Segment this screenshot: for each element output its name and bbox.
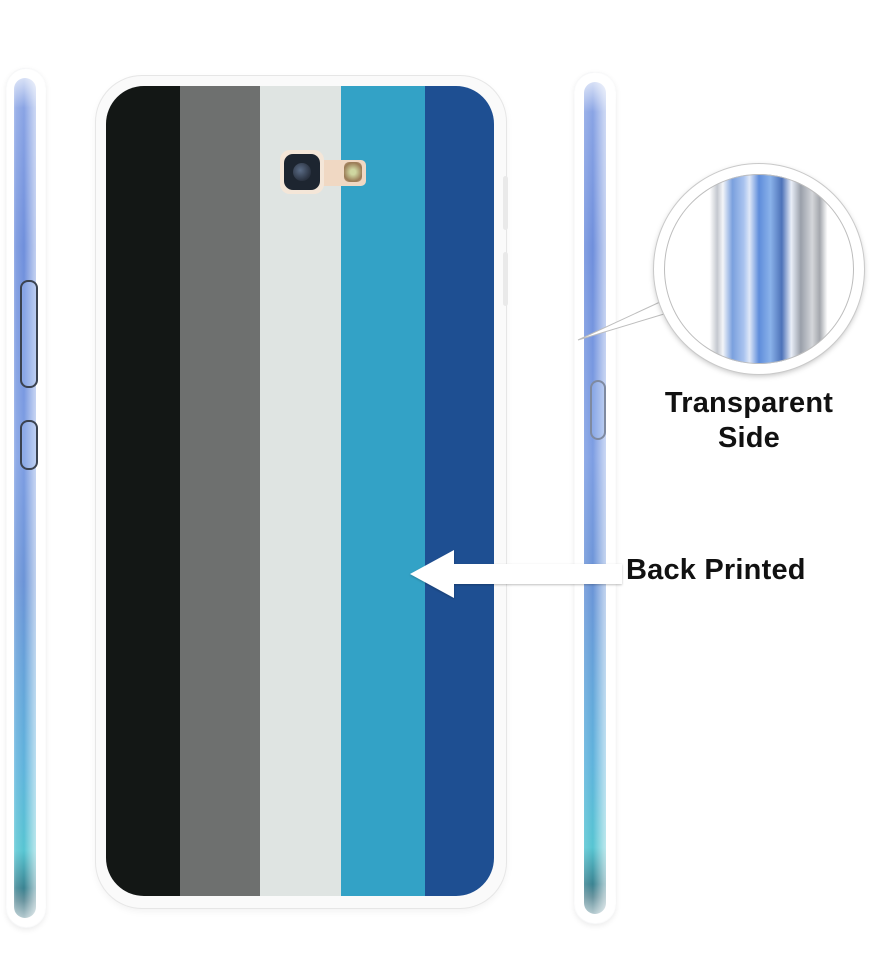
case-side-button-cover xyxy=(503,176,508,230)
back-printed-label: Back Printed xyxy=(626,554,806,586)
case-side-button-cover xyxy=(503,252,508,306)
camera-cutout xyxy=(280,150,366,194)
back-case xyxy=(96,76,508,908)
label-line-1: Transparent xyxy=(664,387,834,419)
flash-icon xyxy=(344,162,362,182)
camera-lens-icon xyxy=(280,150,324,194)
power-button-cutout xyxy=(20,420,38,470)
magnified-transparent-side xyxy=(664,174,854,364)
case-top-edge xyxy=(6,68,46,108)
volume-button-cutout xyxy=(20,280,38,388)
stripe-navy xyxy=(425,86,494,896)
label-line-2: Side xyxy=(717,422,781,454)
case-bottom-edge xyxy=(574,884,616,924)
power-button-cutout xyxy=(590,380,606,440)
printed-stripe-design xyxy=(106,86,494,896)
left-side-view-phone xyxy=(6,68,46,928)
stripe-light-gray xyxy=(260,86,341,896)
magnifier-circle xyxy=(654,164,864,374)
transparent-case-gloss xyxy=(6,68,46,928)
stripe-black xyxy=(106,86,180,896)
right-side-view-phone xyxy=(574,72,616,924)
case-bottom-edge xyxy=(6,888,46,928)
left-arrow-icon xyxy=(410,550,622,598)
case-top-edge xyxy=(574,72,616,112)
transparent-case-gloss xyxy=(574,72,616,924)
stripe-cyan xyxy=(341,86,425,896)
transparent-side-label: Transparent Side xyxy=(652,386,846,456)
stripe-gray xyxy=(180,86,260,896)
